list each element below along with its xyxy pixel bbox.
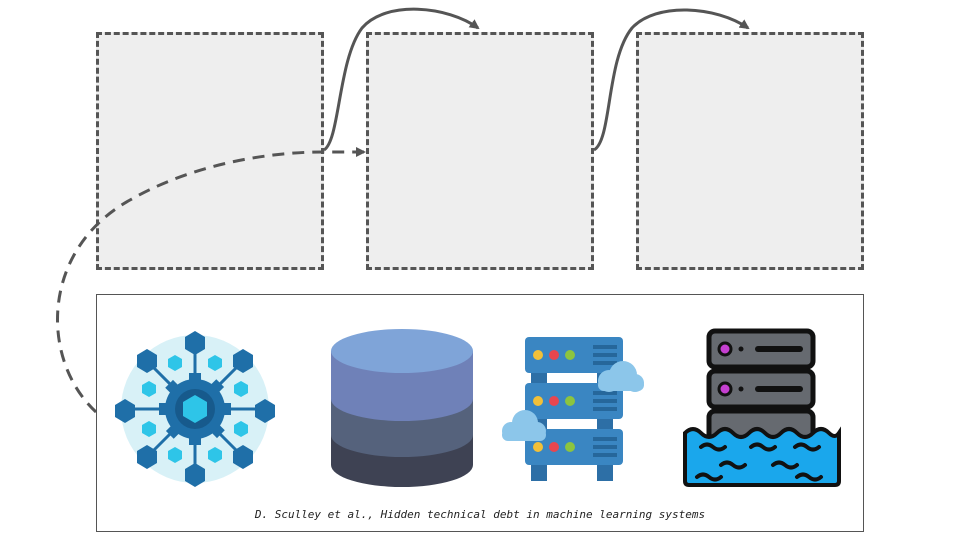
arrow-dashed-panel-to-box2: [56, 147, 366, 414]
stage-box-1: [96, 32, 324, 270]
arrow-box1-to-box2-top: [322, 7, 480, 152]
arrow-box2-to-box3-top: [593, 8, 750, 152]
sinking-server-icon: [683, 328, 841, 487]
cloud-server-rack-icon: [502, 337, 644, 481]
database-icon: [331, 329, 473, 487]
reference-panel: D. Sculley et al., Hidden technical debt…: [96, 294, 864, 532]
ml-network-gear-icon: [115, 331, 275, 487]
citation-caption: D. Sculley et al., Hidden technical debt…: [254, 508, 706, 521]
stage-box-2: [366, 32, 594, 270]
stage-box-3: [636, 32, 864, 270]
